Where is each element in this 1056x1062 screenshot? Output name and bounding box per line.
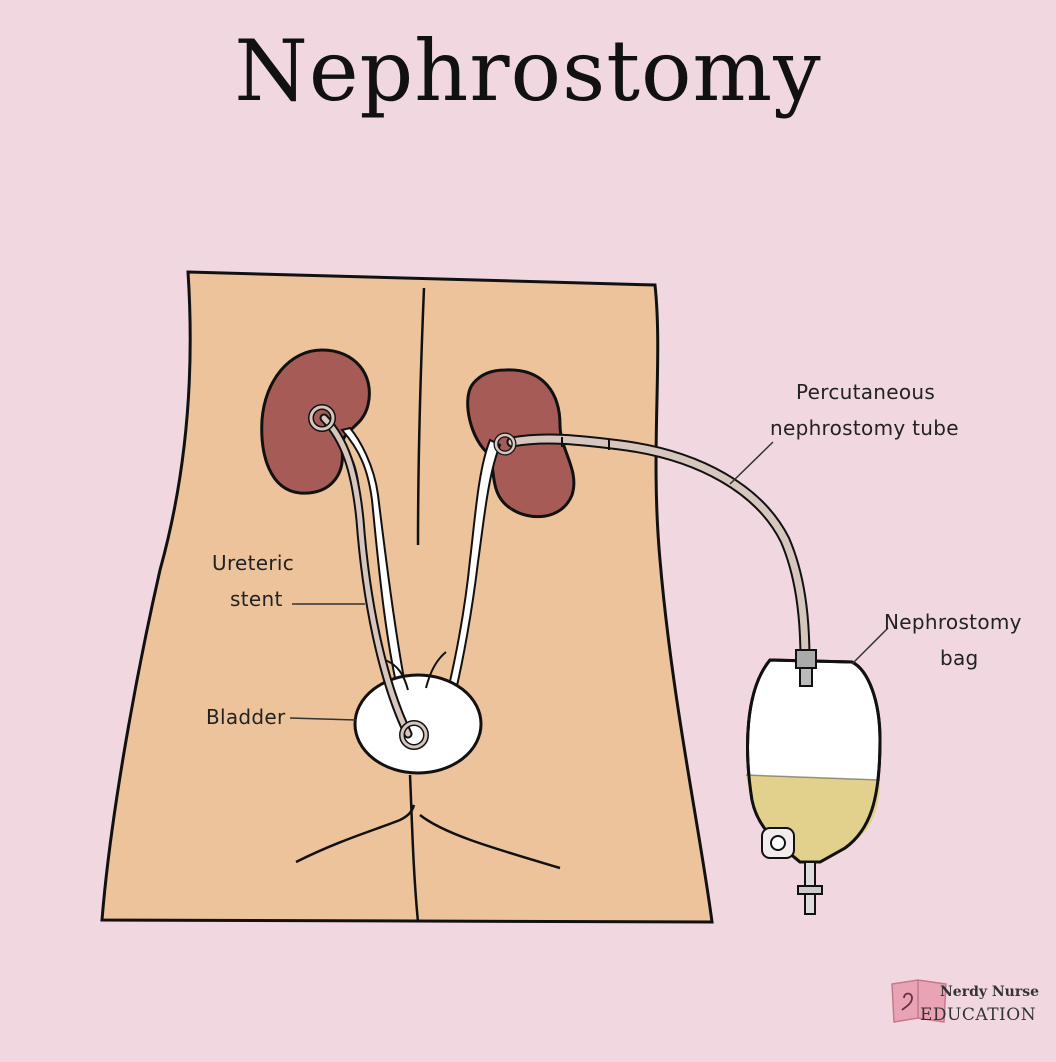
left-gluteal-fold bbox=[295, 804, 416, 864]
left-kidney bbox=[260, 348, 371, 495]
right-gluteal-fold bbox=[419, 814, 561, 870]
bag-label: Nephrostomy bag bbox=[884, 604, 1022, 676]
tube-leader-line bbox=[729, 441, 774, 485]
book-icon bbox=[891, 979, 947, 1023]
stent-label-line2: stent bbox=[230, 587, 283, 611]
tube-label-line2: nephrostomy tube bbox=[770, 416, 959, 440]
spine-line bbox=[416, 287, 426, 546]
gluteal-cleft bbox=[408, 774, 420, 923]
bladder-label: Bladder bbox=[206, 705, 286, 729]
bag-label-line2: bag bbox=[940, 646, 979, 670]
stent-label-line1: Ureteric bbox=[212, 551, 295, 575]
logo-line1: Nerdy Nurse bbox=[940, 984, 1040, 1000]
stent-label: Ureteric stent bbox=[212, 545, 294, 617]
tube-label-line1: Percutaneous bbox=[796, 380, 936, 404]
bag-leader-line bbox=[851, 627, 889, 665]
page-title: Nephrostomy bbox=[234, 22, 822, 120]
bag-label-line1: Nephrostomy bbox=[884, 610, 1022, 634]
torso bbox=[100, 270, 714, 924]
brand-logo: Nerdy Nurse EDUCATION bbox=[888, 972, 1048, 1032]
tube-label: Percutaneous nephrostomy tube bbox=[770, 374, 959, 446]
bladder-leader-line bbox=[289, 717, 357, 721]
logo-line2: EDUCATION bbox=[920, 1005, 1037, 1025]
